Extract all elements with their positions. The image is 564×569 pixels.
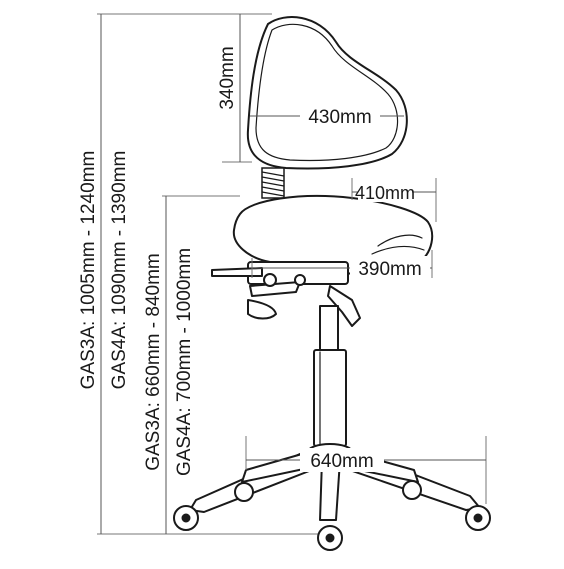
base-diameter-label: 640mm [310, 451, 373, 472]
castor-rear-right [402, 480, 422, 500]
gas-lift-column [313, 305, 347, 447]
castor-rear-left [234, 482, 254, 502]
seat-height-gas3a-label: GAS3A: 660mm - 840mm [143, 253, 164, 471]
backrest-width-label: 430mm [308, 107, 371, 128]
backrest-width-dimension [250, 104, 404, 128]
backrest-shape [246, 16, 408, 170]
backrest-height-label: 340mm [217, 46, 238, 109]
seat-height-dimension [162, 195, 240, 534]
seat-height-gas4a-label: GAS4A: 700mm - 1000mm [174, 248, 195, 476]
overall-height-gas4a-label: GAS4A: 1090mm - 1390mm [109, 151, 130, 390]
saddle-bevel [377, 234, 423, 247]
backrest-height-dimension [222, 13, 272, 163]
backrest-spring [261, 167, 285, 199]
overall-height-gas3a-label: GAS3A: 1005mm - 1240mm [78, 151, 99, 390]
seat-width-label: 390mm [358, 259, 421, 280]
saddle-bevel-2 [371, 245, 425, 255]
seat-depth-dimension [351, 178, 437, 222]
seat-depth-label: 410mm [355, 183, 415, 203]
seat-width-dimension [251, 250, 433, 280]
castor-wheels [173, 480, 491, 551]
base-diameter-dimension [245, 436, 487, 504]
backrest-inner-edge [255, 23, 399, 162]
